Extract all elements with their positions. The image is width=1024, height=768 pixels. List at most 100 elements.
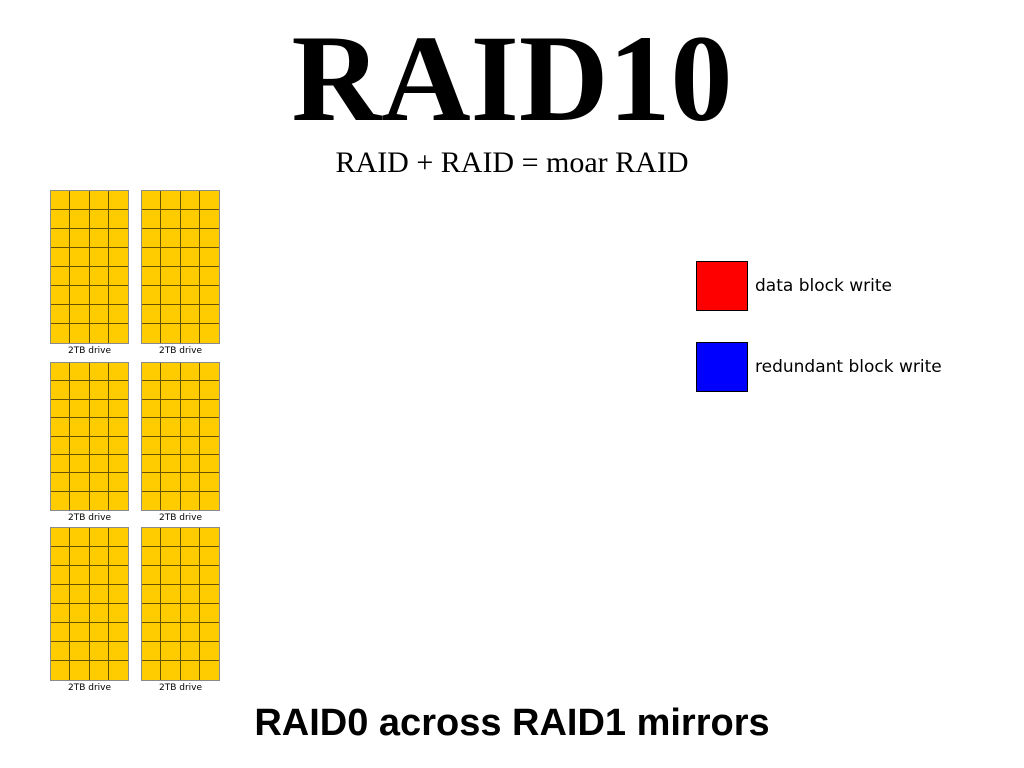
drive <box>50 190 129 344</box>
drive-label: 2TB drive <box>158 513 203 521</box>
block <box>142 436 162 455</box>
block <box>108 455 128 474</box>
block <box>70 267 90 286</box>
block <box>161 363 181 382</box>
block <box>70 491 90 510</box>
block <box>51 547 71 566</box>
block <box>142 418 162 437</box>
block <box>161 324 181 343</box>
block <box>89 418 109 437</box>
block <box>199 623 219 642</box>
block <box>142 623 162 642</box>
block <box>161 661 181 680</box>
block <box>89 566 109 585</box>
block <box>200 661 219 680</box>
block <box>199 566 219 585</box>
block <box>142 363 162 382</box>
block <box>142 399 162 419</box>
block <box>51 363 71 382</box>
block <box>161 566 181 585</box>
block <box>199 642 219 661</box>
block <box>108 566 128 585</box>
block <box>70 623 90 642</box>
block <box>199 191 219 210</box>
block <box>161 454 181 474</box>
block <box>108 229 128 248</box>
drive <box>50 527 129 681</box>
drive-label: 2TB drive <box>158 346 203 356</box>
block <box>142 286 162 305</box>
block <box>109 492 128 510</box>
block <box>180 528 200 547</box>
block <box>180 381 200 400</box>
drive <box>141 190 220 344</box>
block <box>199 381 219 400</box>
block <box>180 286 200 305</box>
block <box>108 267 128 286</box>
block <box>51 248 71 267</box>
block <box>161 473 181 492</box>
block <box>51 473 71 492</box>
block <box>70 305 90 324</box>
block <box>180 623 200 642</box>
block <box>181 324 200 343</box>
block <box>51 210 71 229</box>
drive <box>50 362 129 511</box>
block <box>90 491 109 510</box>
block <box>51 623 71 642</box>
block <box>199 455 219 474</box>
slide-title: RAID10 <box>291 10 733 147</box>
block <box>70 585 90 604</box>
block <box>142 604 162 623</box>
block <box>51 381 71 400</box>
block <box>70 248 90 267</box>
block <box>142 473 162 492</box>
block <box>109 661 128 680</box>
block <box>161 585 181 604</box>
block <box>89 191 109 210</box>
drive <box>141 527 220 681</box>
block <box>109 324 128 343</box>
slide-footer: RAID0 across RAID1 mirrors <box>254 702 770 744</box>
block <box>89 604 109 623</box>
block <box>161 191 181 210</box>
block <box>51 229 71 248</box>
block <box>180 418 200 437</box>
block <box>108 604 128 623</box>
block <box>180 436 200 455</box>
block <box>70 454 90 474</box>
block <box>108 381 128 400</box>
block <box>51 191 71 210</box>
block <box>90 661 109 680</box>
block <box>180 454 200 474</box>
block <box>161 229 181 248</box>
block <box>51 661 71 680</box>
block <box>180 210 200 229</box>
block <box>161 286 181 305</box>
block <box>161 210 181 229</box>
block <box>108 305 128 324</box>
block <box>70 547 90 566</box>
block <box>89 399 109 419</box>
block <box>180 473 200 492</box>
block <box>181 491 200 510</box>
block <box>89 642 109 661</box>
block <box>200 492 219 510</box>
block <box>180 191 200 210</box>
drive-label: 2TB drive <box>67 346 112 356</box>
block <box>89 454 109 474</box>
block <box>200 324 219 343</box>
block <box>70 381 90 400</box>
block <box>70 661 90 680</box>
drive-label: 2TB drive <box>67 683 112 693</box>
block <box>199 473 219 492</box>
block <box>51 418 71 437</box>
block <box>70 566 90 585</box>
block <box>70 286 90 305</box>
block <box>51 491 71 510</box>
block <box>142 191 162 210</box>
block <box>108 210 128 229</box>
block <box>89 267 109 286</box>
block <box>180 547 200 566</box>
block <box>70 191 90 210</box>
